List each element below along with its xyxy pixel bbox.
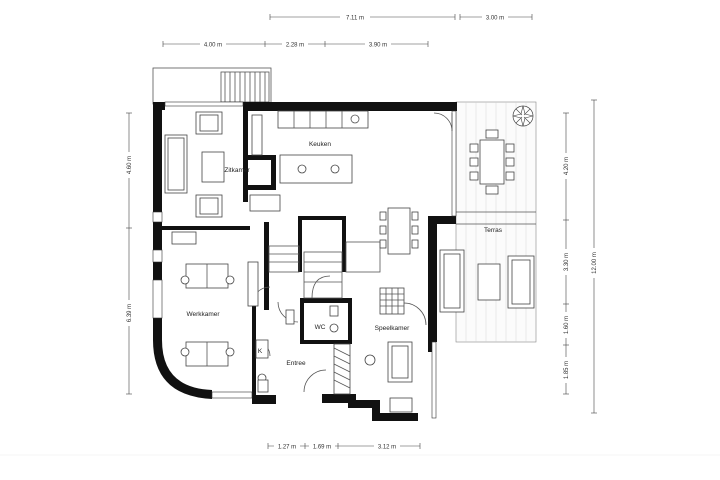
plant-icon	[512, 105, 534, 127]
dim-right-1: 4.20 m	[564, 157, 570, 175]
interior-stairs	[268, 245, 343, 299]
room-label-wc: WC	[315, 324, 326, 331]
dim-left-2: 6.39 m	[127, 304, 133, 322]
zitkamer-furniture	[164, 111, 225, 218]
room-label-keuken: Keuken	[309, 141, 331, 148]
room-label-k: K	[258, 348, 263, 355]
terras-furniture	[439, 105, 535, 313]
room-label-speelkamer: Speelkamer	[375, 325, 411, 332]
dim-bottom-3: 3.12 m	[378, 445, 396, 451]
dim-right-4: 1.85 m	[564, 361, 570, 379]
dim-right-3: 1.60 m	[564, 316, 570, 334]
dim-left-1: 4.60 m	[127, 156, 133, 174]
dim-bottom-1: 1.27 m	[278, 445, 296, 451]
room-label-terras: Terras	[484, 227, 503, 234]
room-labels: Zitkamer Keuken Terras Werkkamer WC Spee…	[186, 141, 502, 367]
dim-bottom-2: 1.69 m	[313, 445, 331, 451]
speelkamer-furniture	[364, 287, 413, 413]
werkkamer-furniture	[171, 231, 259, 367]
dim-top2-2: 2.28 m	[286, 43, 304, 49]
room-label-werkkamer: Werkkamer	[186, 311, 220, 318]
room-label-zitkamer: Zitkamer	[224, 167, 250, 174]
keuken-furniture	[249, 110, 419, 273]
windows	[152, 101, 457, 419]
dimension-labels: 7.11 m 3.00 m 4.00 m 2.28 m 3.90 m 4.60 …	[125, 13, 598, 451]
dim-right-2: 3.30 m	[564, 253, 570, 271]
room-label-entree: Entree	[286, 360, 306, 367]
dim-top-1: 7.11 m	[346, 16, 364, 22]
dim-right-outer: 12.00 m	[592, 252, 598, 274]
dim-top2-3: 3.90 m	[369, 43, 387, 49]
dim-top-2: 3.00 m	[486, 16, 504, 22]
walls	[153, 102, 457, 421]
outside-stairs	[152, 67, 272, 105]
dim-top2-1: 4.00 m	[204, 43, 222, 49]
entree-fixtures	[255, 305, 351, 395]
